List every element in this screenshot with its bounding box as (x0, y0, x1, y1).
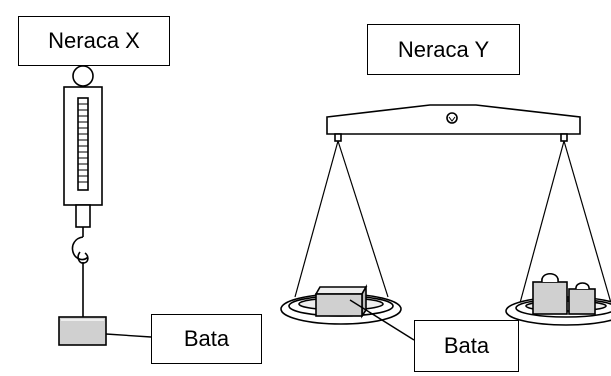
brick-x (58, 316, 107, 346)
spring-balance (63, 65, 103, 317)
label-neraca-y-text: Neraca Y (397, 36, 490, 62)
spring-balance-ring (72, 65, 94, 87)
pointer-bata-y (349, 299, 415, 341)
beam-balance-right-hanger (560, 133, 568, 142)
standard-weight-small (568, 288, 596, 315)
label-bata-y-text: Bata (443, 333, 490, 358)
standard-weight-large-handle (541, 272, 559, 283)
beam-balance-pivot-icon (446, 112, 458, 124)
beam-balance-left-hanger (334, 133, 342, 142)
label-neraca-y: Neraca Y (367, 24, 520, 75)
spring-balance-scale (77, 97, 89, 191)
label-bata-y: Bata (414, 320, 519, 372)
brick-y (314, 283, 368, 319)
spring-balance-hook (71, 236, 89, 261)
label-bata-x-text: Bata (183, 326, 230, 351)
pointer-bata-x (105, 333, 152, 338)
label-bata-x: Bata (151, 314, 262, 364)
label-neraca-x: Neraca X (18, 16, 170, 66)
standard-weight-small-handle (575, 282, 590, 290)
spring-balance-loop (77, 251, 89, 264)
standard-weight-large (532, 281, 568, 315)
spring-balance-ticks (78, 103, 88, 183)
label-neraca-x-text: Neraca X (48, 28, 140, 53)
spring-balance-neck (75, 204, 91, 228)
standard-weights (532, 272, 596, 315)
